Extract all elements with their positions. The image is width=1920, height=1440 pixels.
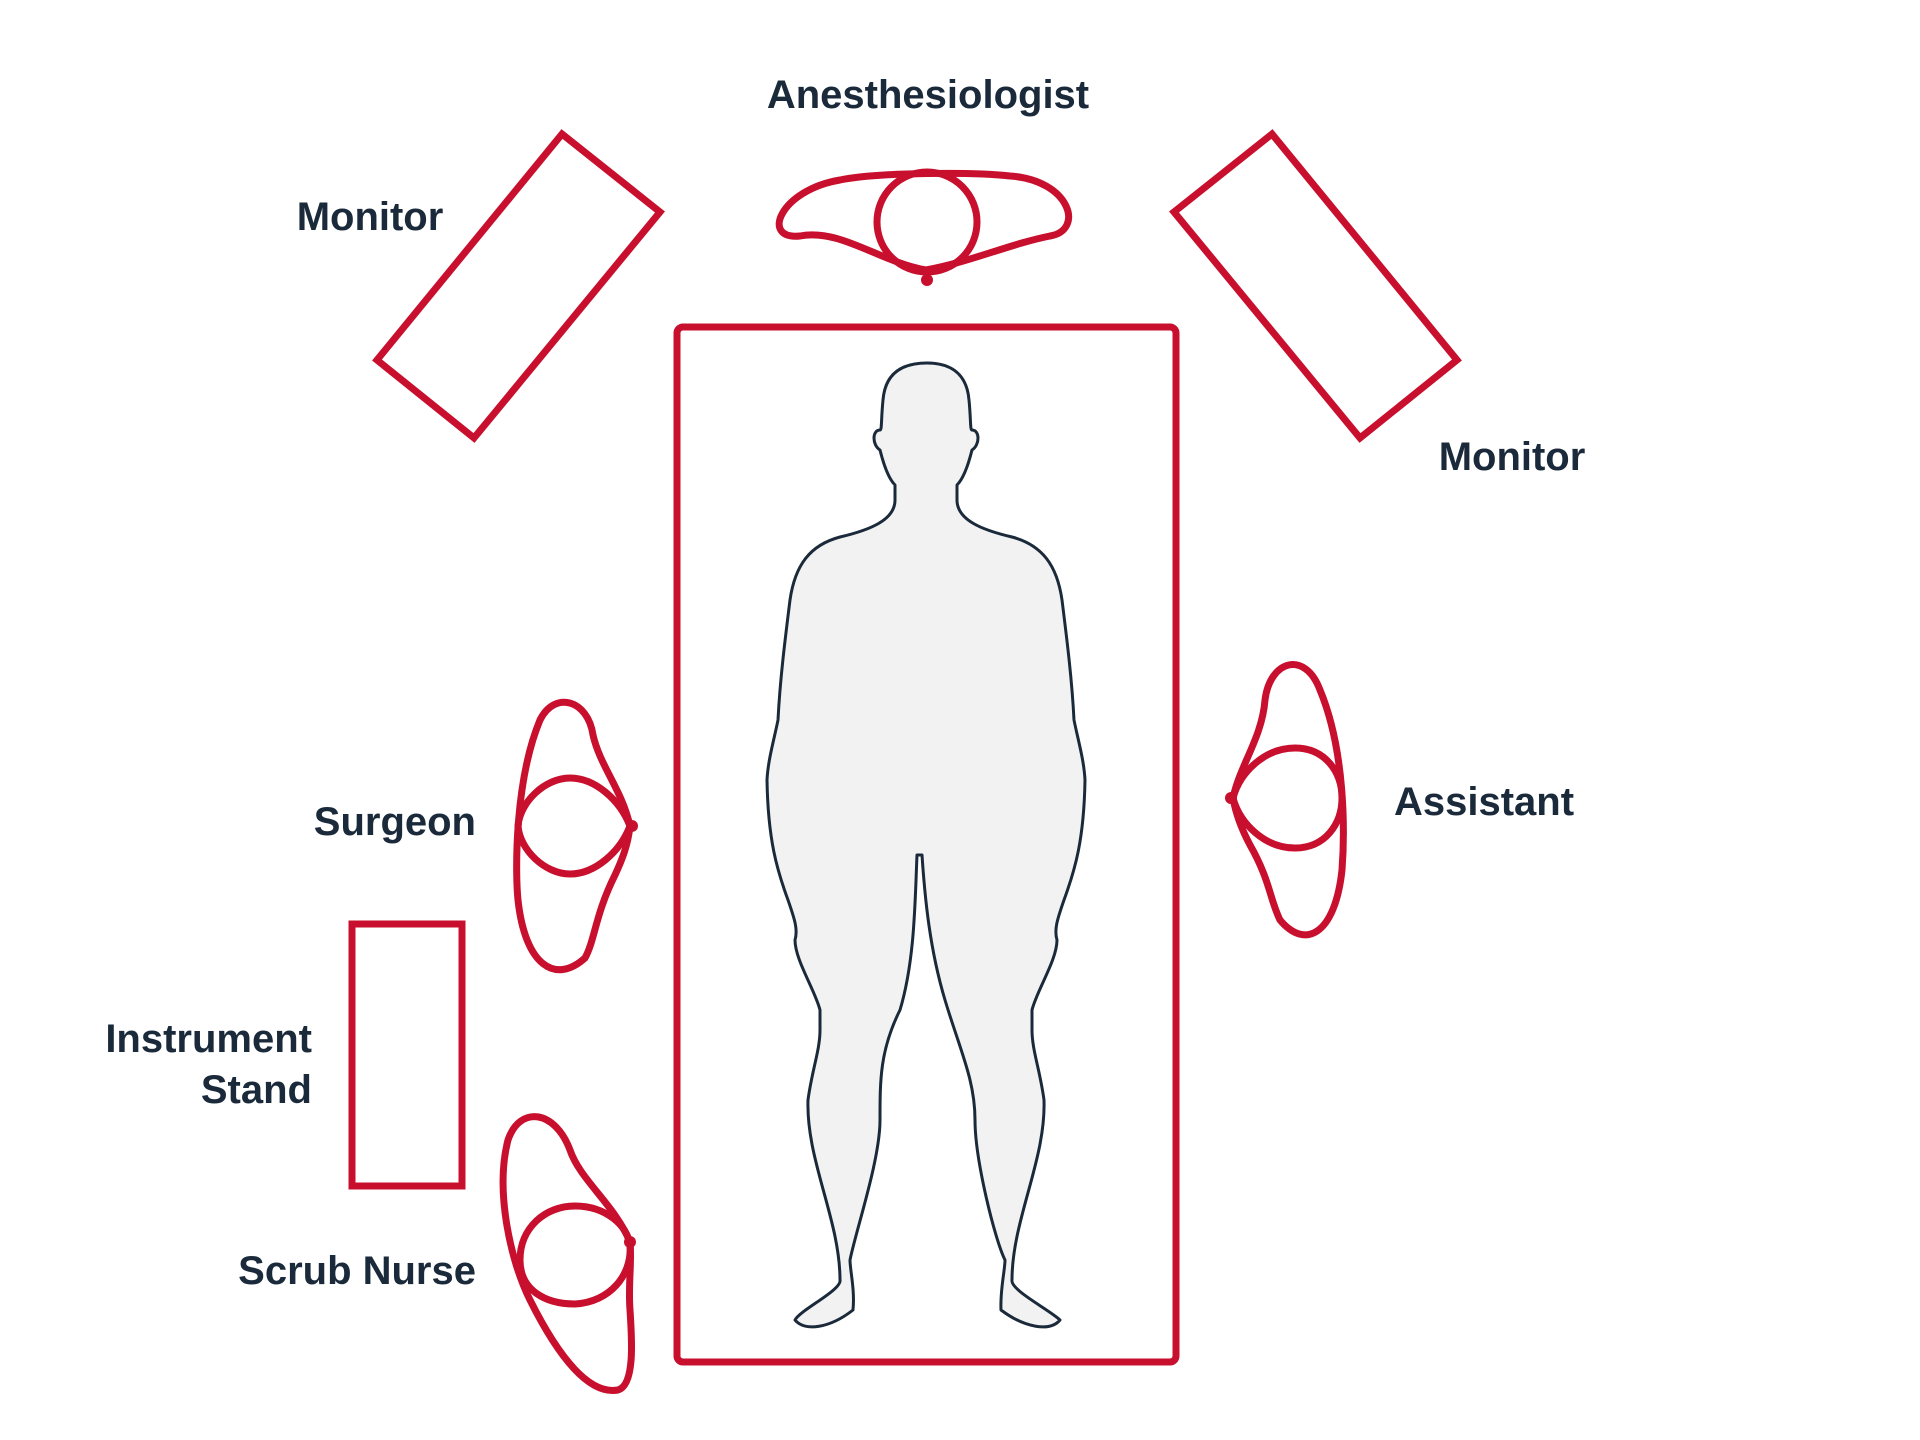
assistant-figure: [1225, 661, 1347, 939]
anesthesiologist-figure: [775, 168, 1072, 286]
operating-table: [673, 323, 1180, 1366]
label-assistant: Assistant: [1394, 780, 1574, 824]
monitor-left-shape: [372, 129, 665, 443]
label-surgeon: Surgeon: [314, 800, 476, 844]
patient-silhouette: [765, 361, 1087, 1329]
instrument-stand-shape: [348, 920, 466, 1190]
label-monitor-right: Monitor: [1439, 435, 1586, 479]
label-instrument-stand-line1: Instrument: [105, 1017, 312, 1061]
surgeon-figure: [513, 698, 638, 973]
label-scrub-nurse: Scrub Nurse: [238, 1249, 476, 1293]
scrub-nurse-figure: [499, 1113, 636, 1394]
label-monitor-left: Monitor: [297, 195, 444, 239]
label-instrument-stand-line2: Stand: [201, 1068, 312, 1112]
monitor-right-shape: [1169, 129, 1462, 443]
label-anesthesiologist: Anesthesiologist: [767, 73, 1089, 117]
